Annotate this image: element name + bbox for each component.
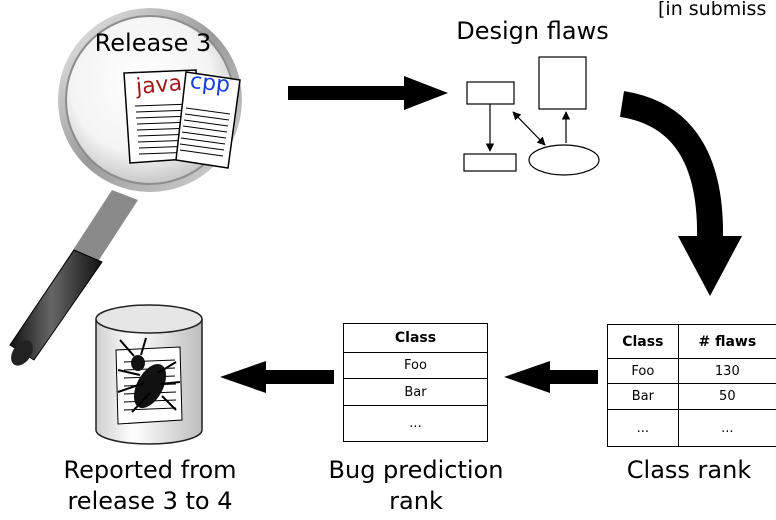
doc-cpp-label: cpp (188, 68, 232, 99)
design-flaws-title: Design flaws (456, 17, 609, 45)
bug-prediction-table: Class Foo Bar ... (343, 323, 488, 442)
design-flaws-diagram (463, 56, 600, 176)
bug-prediction-caption-line2: rank (389, 487, 443, 515)
class-rank-header-flaws: # flaws (677, 324, 776, 359)
doc-cpp-icon (175, 71, 241, 169)
arrow-curve-to-class-rank (619, 91, 742, 296)
class-rank-caption: Class rank (626, 456, 752, 484)
class-rank-cell: Foo (607, 358, 679, 384)
release-label: Release 3 (94, 29, 212, 57)
bug-prediction-caption-line1: Bug prediction (328, 456, 504, 484)
class-rank-cell: ... (677, 409, 776, 447)
bug-prediction-cell: ... (343, 405, 488, 442)
arrow-to-design-flaws (288, 76, 448, 110)
magnifier-handle (9, 190, 138, 366)
bug-prediction-header: Class (343, 323, 488, 353)
arrow-to-bug-prediction (504, 361, 598, 393)
bug-db-caption-line1: Reported from (63, 456, 237, 484)
arrow-to-bug-db (220, 361, 334, 393)
bug-prediction-cell: Bar (343, 378, 488, 406)
bug-db-caption-line2: release 3 to 4 (67, 487, 233, 515)
doc-java-label: java (134, 71, 184, 100)
bug-icon (117, 337, 181, 413)
bug-prediction-cell: Foo (343, 352, 488, 379)
class-rank-header-class: Class (607, 324, 679, 359)
class-rank-cell: ... (607, 409, 679, 447)
class-rank-table: Class # flaws Foo 130 Bar 50 ... ... (607, 324, 776, 447)
class-rank-cell: 50 (677, 383, 776, 410)
class-rank-cell: Bar (607, 383, 679, 410)
class-rank-cell: 130 (677, 358, 776, 384)
submission-note: [in submiss (658, 0, 767, 20)
